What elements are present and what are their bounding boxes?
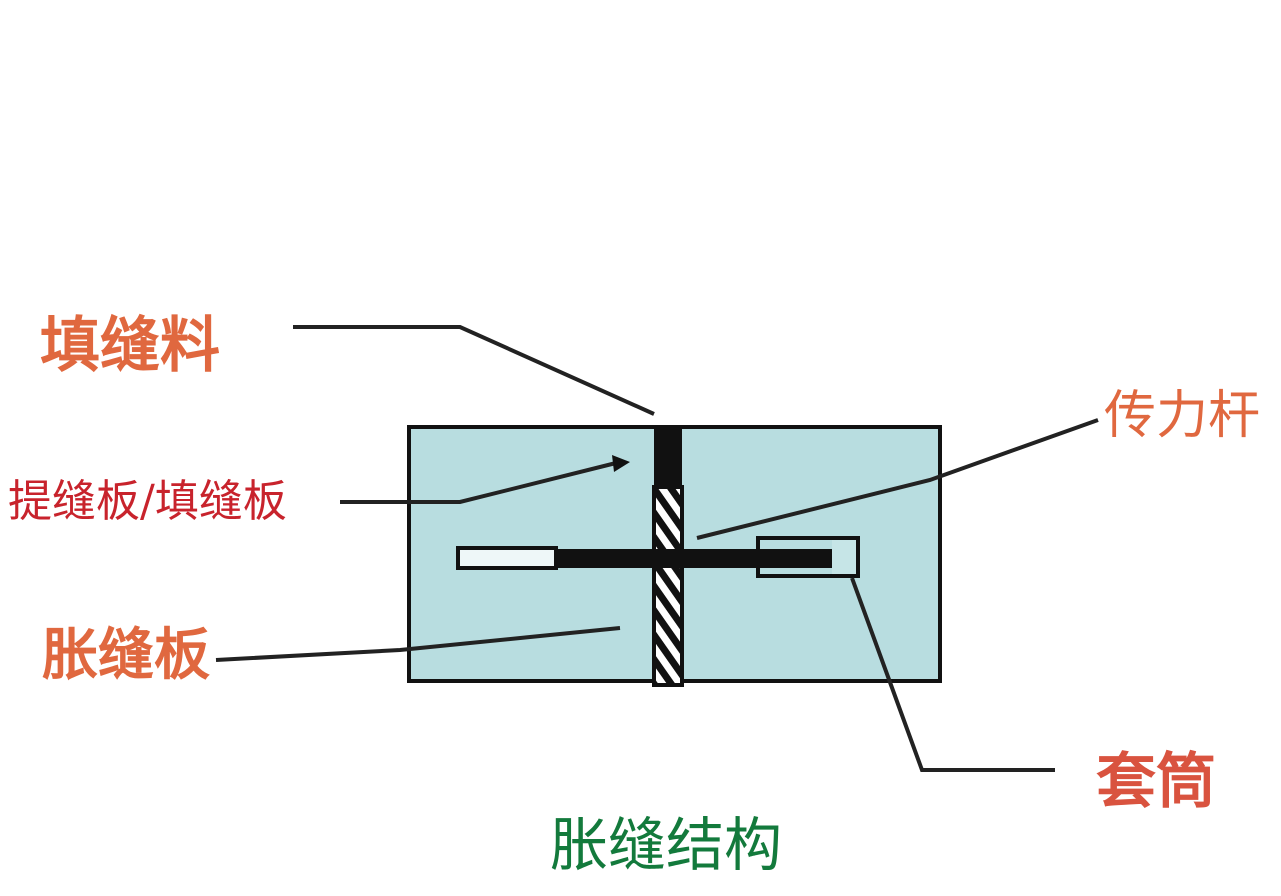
label-joint-board: 提缝板/填缝板 [8,476,287,527]
expansion-board-leader-line [215,626,621,662]
label-expansion-board: 胀缝板 [42,623,210,688]
filler-leader-line [293,325,655,416]
label-filler: 填缝料 [40,311,220,381]
label-sleeve: 套筒 [1096,747,1216,817]
joint-filler [654,427,682,489]
sleeve-leader-line [850,577,1055,772]
joint-board-leader-line [340,460,621,504]
dowel-bar-coated [456,546,558,570]
arrow-head-icon [612,455,630,472]
expansion-board [652,485,684,687]
diagram-title: 胀缝结构 [550,811,783,879]
dowel-bar-leader-line [696,418,1099,540]
dowel-bar [554,549,832,568]
sleeve [756,536,860,578]
label-dowel-bar: 传力杆 [1104,386,1261,446]
